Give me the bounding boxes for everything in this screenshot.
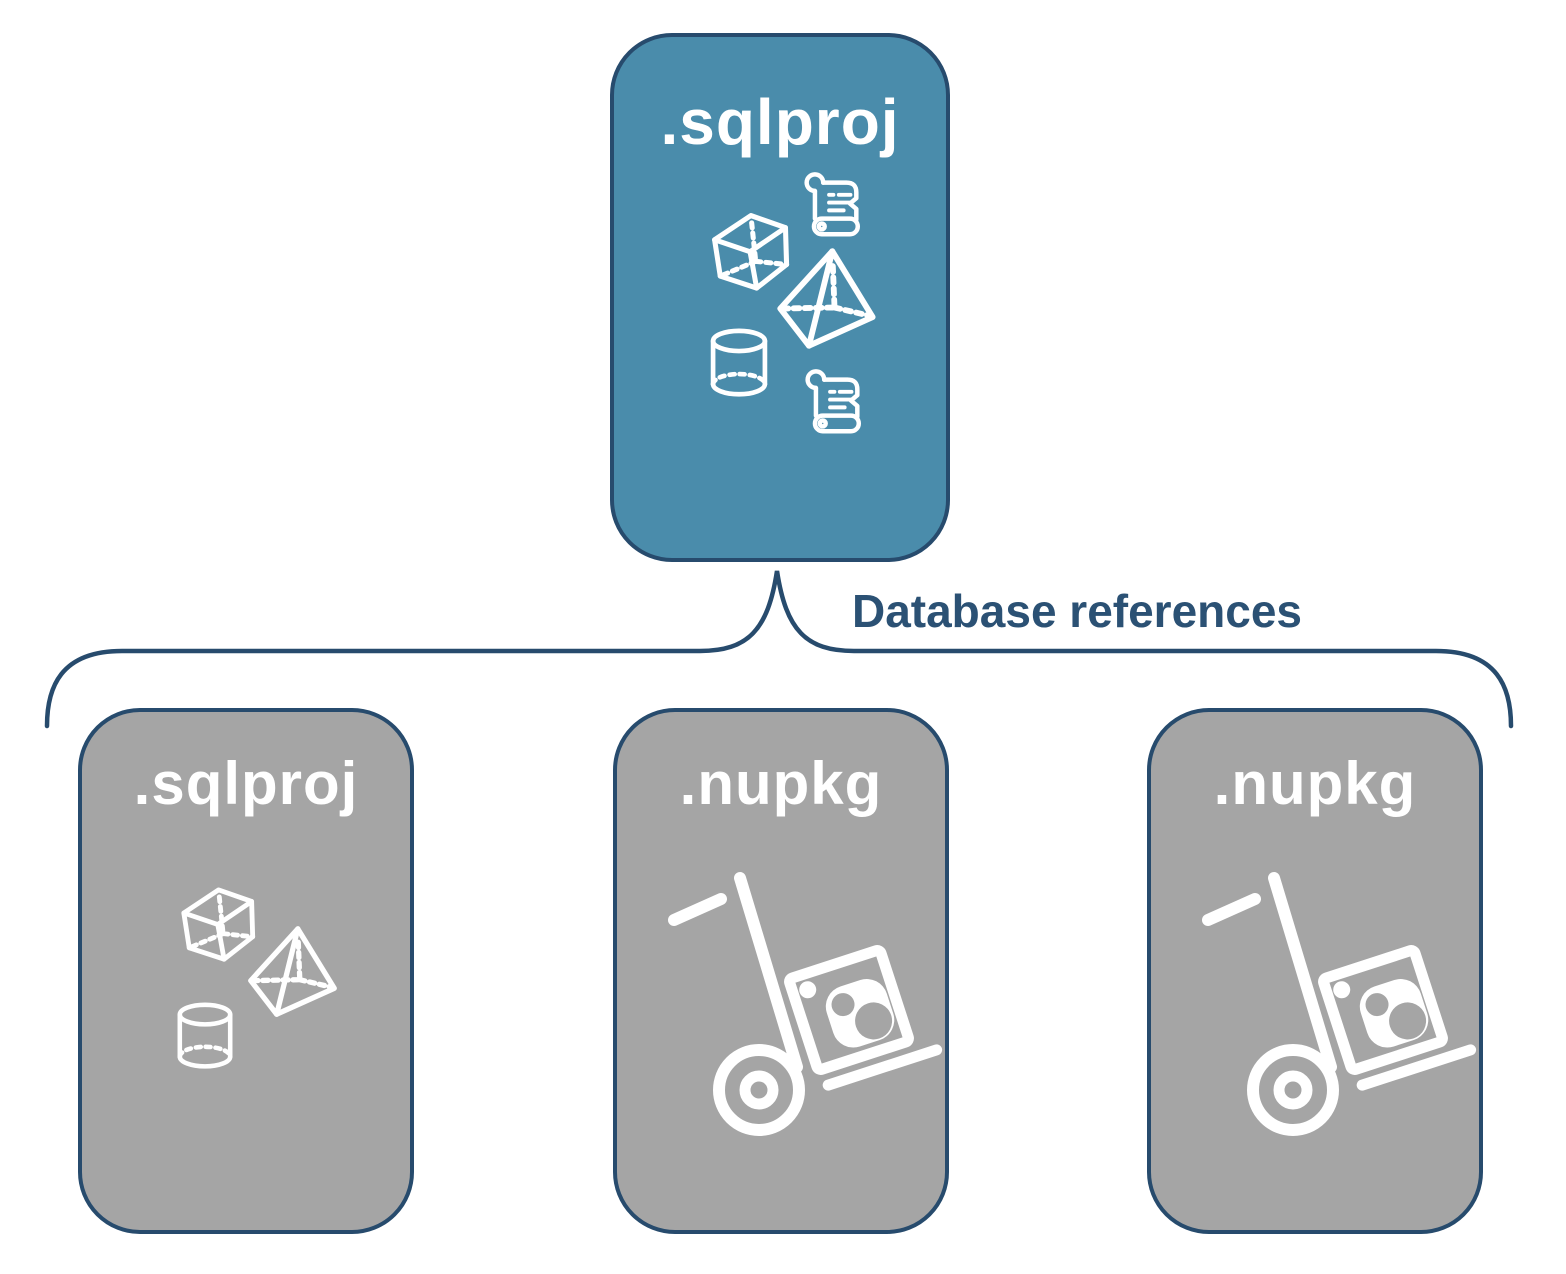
node-sqlproj-child: .sqlproj: [78, 708, 414, 1234]
node-label: .nupkg: [1213, 750, 1417, 817]
package-dolly-icon: [664, 862, 924, 1147]
node-nupkg-child-1: .nupkg: [613, 708, 949, 1234]
package-dolly-icon: [1198, 862, 1458, 1147]
pyramid-icon: [770, 247, 884, 351]
database-cylinder-icon: [703, 320, 775, 408]
script-scroll-icon: [795, 367, 869, 439]
node-label: .sqlproj: [660, 86, 900, 158]
node-label: .sqlproj: [133, 750, 359, 817]
pyramid-icon: [242, 925, 344, 1019]
node-nupkg-child-2: .nupkg: [1147, 708, 1483, 1234]
node-sqlproj-root: .sqlproj: [610, 33, 950, 562]
database-cylinder-icon: [170, 994, 240, 1080]
connector-label: Database references: [851, 585, 1303, 637]
node-label: .nupkg: [679, 750, 883, 817]
script-scroll-icon: [794, 170, 868, 242]
